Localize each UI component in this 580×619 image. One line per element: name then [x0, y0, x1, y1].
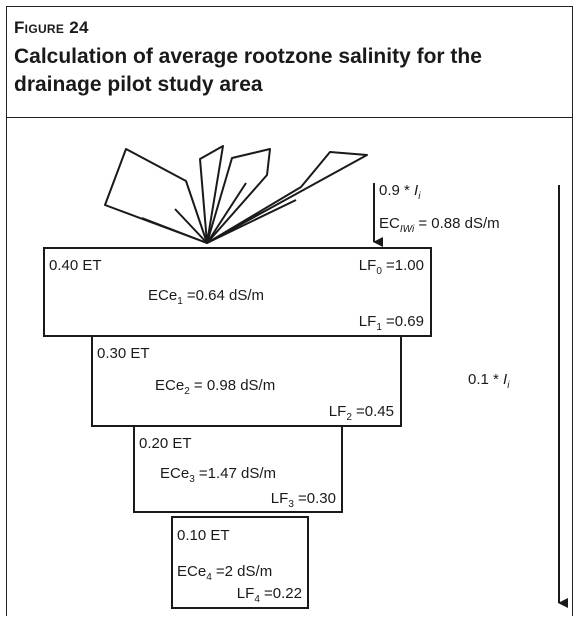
layer-2-lf: LF2 =0.45	[329, 403, 394, 423]
figure-label: Figure 24	[14, 18, 89, 37]
soil-layer-2-box	[91, 335, 402, 427]
layer-3-ece: ECe3 =1.47 dS/m	[160, 465, 276, 485]
layer-4-lf: LF4 =0.22	[237, 585, 302, 605]
figure-header: Figure 24 Calculation of average rootzon…	[7, 7, 572, 118]
layer-3-lf: LF3 =0.30	[271, 490, 336, 510]
plant-leaf-center	[199, 145, 224, 244]
plant-leaf-right	[206, 148, 271, 244]
figure-title: Calculation of average rootzone salinity…	[14, 45, 482, 96]
figure-frame: Figure 24 Calculation of average rootzon…	[6, 6, 573, 616]
soil-layer-4-box	[171, 516, 309, 609]
layer-3-et: 0.20 ET	[139, 435, 192, 452]
plant-vein-4	[206, 199, 297, 244]
plant-vein-2	[174, 208, 208, 244]
soil-layer-3: 0.20 ET ECe3 =1.47 dS/m LF3 =0.30	[133, 425, 343, 513]
irrigation-label: 0.9 * Ii	[379, 182, 421, 202]
soil-layer-2: 0.30 ET ECe2 = 0.98 dS/m LF2 =0.45	[91, 335, 402, 427]
plant-leaf-far-right	[206, 151, 368, 244]
layer-2-et: 0.30 ET	[97, 345, 150, 362]
soil-layer-4: 0.10 ET ECe4 =2 dS/m LF4 =0.22	[171, 516, 309, 609]
layer-1-et: 0.40 ET	[49, 257, 102, 274]
plant-icon	[104, 145, 368, 244]
layer-4-et: 0.10 ET	[177, 527, 230, 544]
deep-percolation-label: 0.1 * Ii	[468, 371, 510, 391]
plant-leaf-left	[104, 148, 208, 244]
plant-vein-3	[206, 182, 247, 244]
layer-4-ece: ECe4 =2 dS/m	[177, 563, 272, 583]
soil-layer-1: 0.40 ET LF0 =1.00 ECe1 =0.64 dS/m LF1 =0…	[43, 247, 432, 337]
layer-1-lf0: LF0 =1.00	[359, 257, 424, 277]
ec-irrigation-label: ECIWi = 0.88 dS/m	[379, 215, 500, 235]
layer-2-ece: ECe2 = 0.98 dS/m	[155, 377, 275, 397]
layer-1-ece: ECe1 =0.64 dS/m	[148, 287, 264, 307]
soil-layer-3-box	[133, 425, 343, 513]
layer-1-lf: LF1 =0.69	[359, 313, 424, 333]
plant-vein-1	[141, 217, 208, 244]
